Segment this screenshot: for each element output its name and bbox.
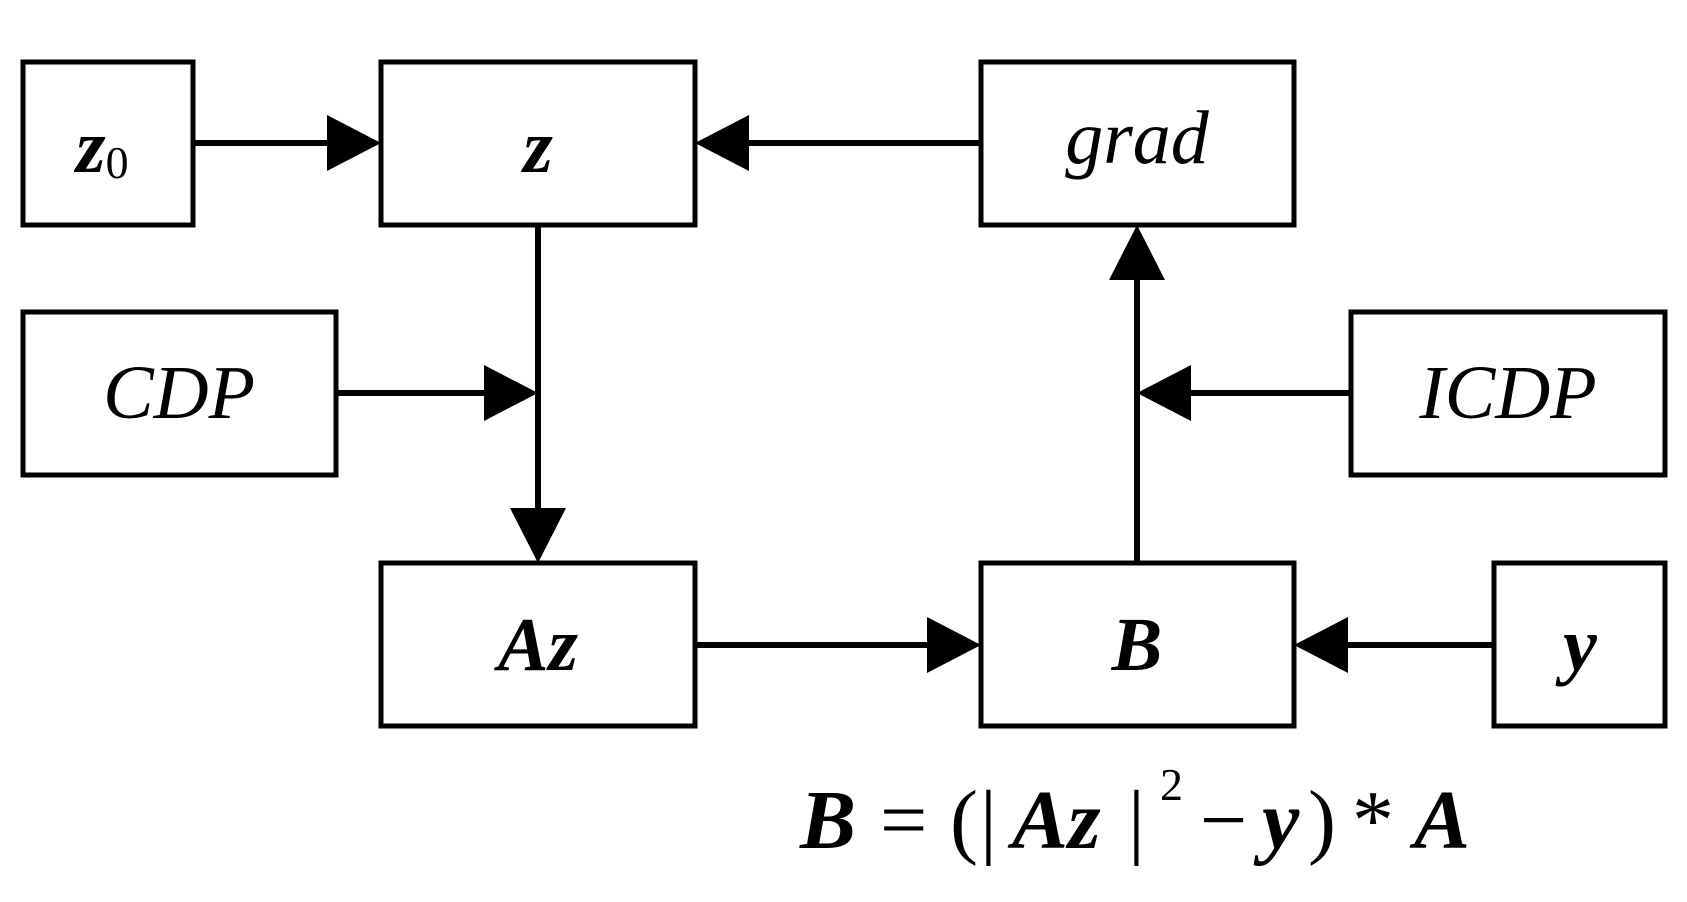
node-z0-label: z0 [73,105,129,189]
formula-minus: − [1200,774,1247,867]
node-az-box [378,560,698,729]
formula-abs-open: | [980,774,997,867]
node-icdp-label: ICDP [1418,351,1596,435]
node-z0-main: z [73,105,106,189]
arrowhead-b-to-grad [1109,225,1165,280]
node-z0-subscript: 0 [106,137,129,188]
arrowhead-z0-to-z [327,115,381,171]
arrowhead-grad-to-z [695,115,749,171]
formula-y: y [1253,774,1300,867]
node-z0-box [20,59,196,228]
arrowhead-az-to-b [927,617,981,673]
node-z-box [378,59,698,228]
arrowhead-cdp-to-line [484,365,538,421]
node-grad-box [978,59,1297,228]
node-grad-label: grad [1065,96,1210,180]
formula-equals: = [880,774,927,867]
formula-lhs: B [799,774,856,867]
formula: B = ( | Az | 2 − y ) * A [799,759,1470,867]
arrowhead-y-to-b [1294,617,1348,673]
node-icdp-box [1348,309,1668,478]
formula-exponent: 2 [1160,759,1183,810]
formula-abs-close: | [1128,774,1145,867]
node-az-label: Az [494,603,579,687]
formula-az: Az [1007,774,1101,867]
node-z-label: z [520,105,553,189]
formula-close-paren: ) [1308,774,1336,867]
formula-a: A [1409,774,1470,867]
formula-times: * [1352,774,1394,867]
arrowhead-z-to-az [510,508,566,563]
formula-open-paren: ( [950,774,978,867]
node-cdp-label: CDP [103,351,255,435]
node-b-box [978,560,1297,729]
node-b-label: B [1111,603,1163,687]
arrowhead-icdp-to-line [1137,365,1191,421]
